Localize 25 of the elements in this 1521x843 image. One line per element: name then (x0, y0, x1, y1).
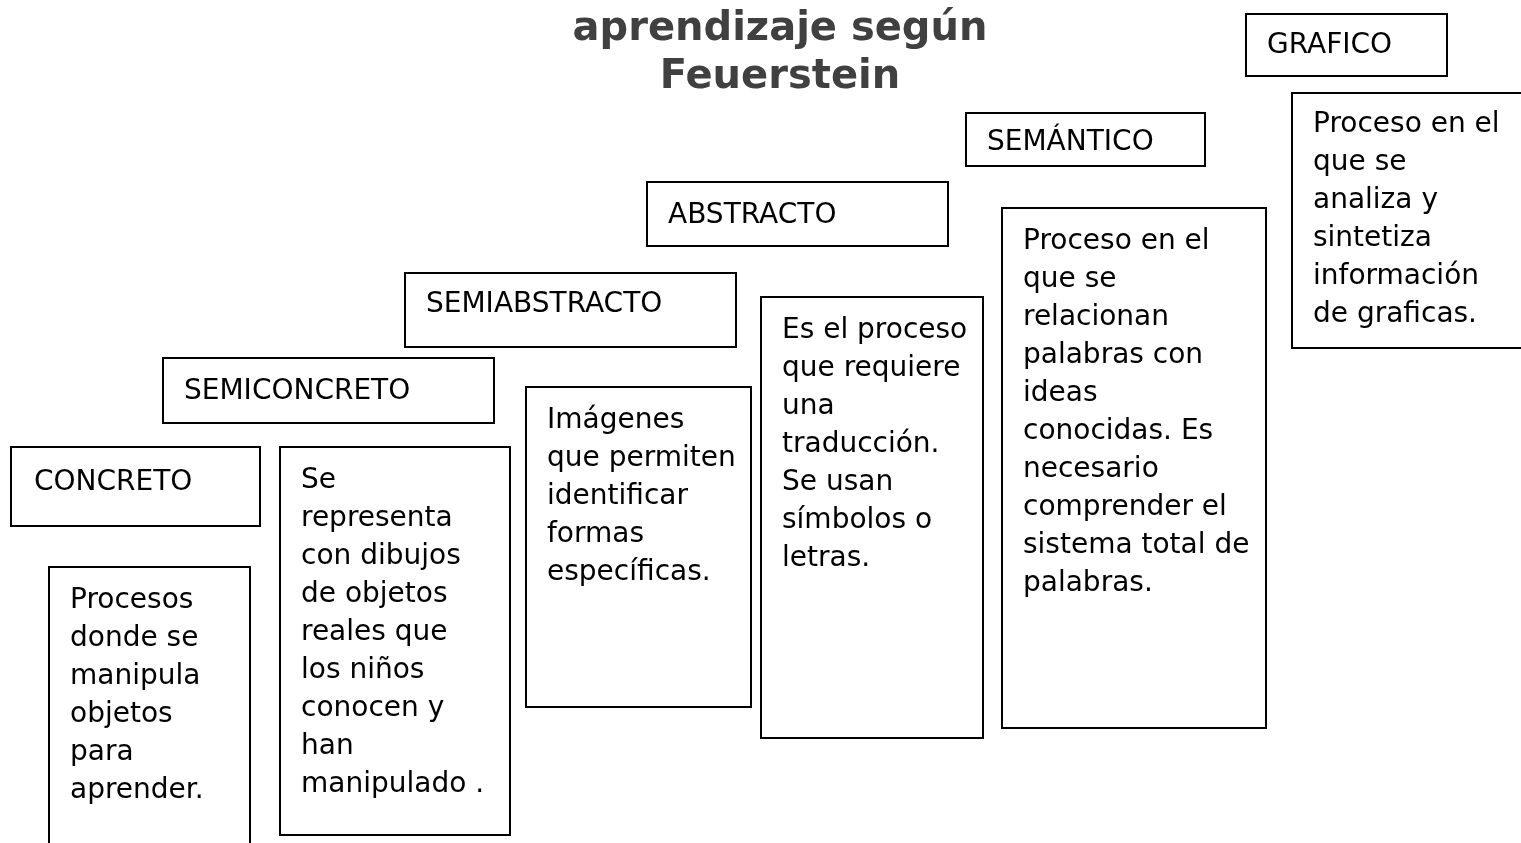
level-name: SEMICONCRETO (184, 372, 411, 408)
description-box (279, 446, 511, 836)
description-box (525, 386, 752, 708)
description-box (1001, 207, 1267, 729)
level-box (646, 181, 949, 247)
level-name: SEMÁNTICO (987, 122, 1154, 159)
level-box (10, 446, 261, 527)
description-box (760, 296, 984, 739)
description-text: Procesos donde se manipula objetos para aprender. (70, 581, 205, 807)
description-text: Imágenes que permiten identificar formas específicas. (547, 401, 737, 589)
description-text: Se representa con dibujos de objetos reales que los niños conocen y han manipulado . (301, 461, 486, 801)
description-box (48, 566, 251, 843)
level-box (1245, 13, 1448, 77)
level-name: CONCRETO (34, 463, 193, 499)
level-name: GRAFICO (1267, 26, 1393, 62)
level-box (162, 357, 495, 424)
description-text: Es el proceso que requiere una traducción. Se usan símbolos o letras. (782, 311, 969, 575)
level-name: SEMIABSTRACTO (426, 285, 663, 321)
level-box (965, 112, 1206, 167)
level-name: ABSTRACTO (668, 196, 837, 232)
level-box (404, 272, 737, 348)
title: aprendizaje según Feuerstein (571, 2, 989, 98)
description-box (1291, 92, 1521, 349)
description-text: Proceso en el que se relacionan palabras con ideas conocidas. Es necesario comprender el sistema total de palabras. (1023, 222, 1251, 600)
description-text: Proceso en el que se analiza y sintetiza información de graficas. (1313, 105, 1501, 331)
